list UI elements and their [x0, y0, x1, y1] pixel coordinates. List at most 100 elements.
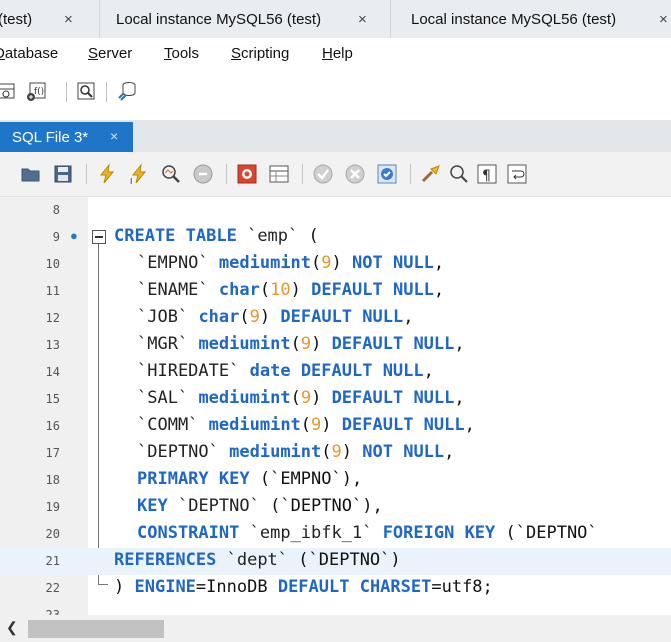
code-line-20: 20 CONSTRAINT `emp_ibfk_1` FOREIGN KEY (… [0, 521, 671, 548]
search-table-icon[interactable] [76, 80, 98, 102]
toolbar-separator [86, 164, 87, 184]
code-text: PRIMARY KEY (`EMPNO`), [137, 469, 362, 489]
data-type: char [218, 280, 260, 300]
sql-keyword: ENGINE [134, 577, 196, 597]
menu-server[interactable]: Server [88, 45, 132, 62]
connection-tab-3[interactable]: Local instance MySQL56 (test) × [390, 0, 671, 38]
sql-keyword: DEFAULT NULL [280, 307, 404, 327]
line-number: 23 [45, 608, 60, 615]
data-type: mediumint [198, 334, 291, 354]
menu-scripting[interactable]: Scripting [231, 45, 289, 62]
code-text: `COMM` mediumint(9) DEFAULT NULL, [137, 415, 475, 435]
fold-guide-end [98, 584, 108, 585]
line-number: 11 [45, 284, 60, 298]
connection-tab-1[interactable]: (test) × [0, 0, 98, 38]
close-icon[interactable]: × [64, 10, 73, 28]
fold-toggle-icon[interactable] [92, 230, 106, 244]
sql-keyword: DEFAULT NULL [331, 388, 455, 408]
menu-tools[interactable]: Tools [164, 45, 199, 62]
tab-label: SQL File 3* [12, 128, 89, 146]
close-icon[interactable]: × [659, 10, 668, 28]
argument: (`DEPTNO` [505, 523, 598, 543]
data-type: mediumint [218, 253, 312, 273]
tab-sql-file-3[interactable]: SQL File 3* × [0, 122, 133, 152]
data-type: mediumint [198, 388, 291, 408]
execute-current-icon[interactable]: I [128, 163, 150, 185]
close-icon[interactable]: × [358, 10, 367, 28]
main-toolbar: f() [0, 70, 671, 120]
connection-tab-label: Local instance MySQL56 (test) [116, 10, 322, 28]
number: 9 [249, 307, 260, 327]
argument: (`DEPTNO`), [270, 496, 383, 516]
code-line-13: 13 `MGR` mediumint(9) DEFAULT NULL, [0, 332, 671, 359]
statement-marker-icon: ● [70, 228, 78, 243]
rollback-icon[interactable] [344, 163, 366, 185]
sql-keyword: CREATE TABLE [114, 226, 237, 246]
sql-keyword: PRIMARY KEY [137, 469, 250, 489]
scrollbar-thumb[interactable] [28, 620, 164, 638]
sql-keyword: NOT NULL [352, 253, 434, 273]
connection-tab-2[interactable]: Local instance MySQL56 (test) × [99, 0, 389, 38]
toolbar-separator [302, 164, 303, 184]
number: 9 [300, 334, 312, 354]
beautify-icon[interactable] [420, 163, 442, 185]
code-line-19: 19 KEY `DEPTNO` (`DEPTNO`), [0, 494, 671, 521]
menu-label: erver [98, 45, 133, 62]
identifier: `DEPTNO` [177, 496, 260, 516]
line-number: 9 [52, 230, 60, 244]
menu-help[interactable]: Help [322, 45, 353, 62]
find-icon[interactable] [448, 163, 470, 185]
sql-editor[interactable]: 8 9 ● CREATE TABLE `emp` ( 10 `EMPNO` me… [0, 197, 671, 615]
svg-text:f(): f() [34, 87, 44, 97]
editor-tab-strip: SQL File 3* × [0, 120, 671, 152]
toolbar-separator [410, 164, 411, 184]
identifier: `dept` [226, 550, 289, 570]
identifier: `DEPTNO` [137, 442, 219, 462]
line-number: 19 [45, 500, 60, 514]
execute-icon[interactable] [96, 163, 118, 185]
argument: (`EMPNO`), [259, 469, 363, 489]
reconnect-icon[interactable] [116, 80, 138, 102]
autocommit-icon[interactable] [376, 163, 398, 185]
horizontal-scrollbar[interactable]: ❮ [0, 615, 671, 642]
code-line-11: 11 `ENAME` char(10) DEFAULT NULL, [0, 278, 671, 305]
code-line-17: 17 `DEPTNO` mediumint(9) NOT NULL, [0, 440, 671, 467]
function-add-icon[interactable]: f() [26, 80, 48, 102]
toggle-output-icon[interactable] [268, 163, 290, 185]
line-number: 17 [45, 446, 60, 460]
argument: (`DEPTNO`) [298, 550, 401, 570]
open-folder-icon[interactable] [20, 163, 42, 185]
svg-text:¶: ¶ [482, 168, 491, 184]
close-icon[interactable]: × [110, 128, 119, 144]
commit-icon[interactable] [312, 163, 334, 185]
table-inspect-icon[interactable] [0, 80, 18, 102]
explain-icon[interactable] [160, 163, 182, 185]
save-icon[interactable] [52, 163, 74, 185]
code-text: CONSTRAINT `emp_ibfk_1` FOREIGN KEY (`DE… [137, 523, 598, 543]
code-line-15: 15 `SAL` mediumint(9) DEFAULT NULL, [0, 386, 671, 413]
menu-label: atabase [4, 45, 59, 62]
line-number: 13 [45, 338, 60, 352]
stop-on-error-icon[interactable] [236, 163, 258, 185]
line-number: 20 [45, 527, 60, 541]
menu-mnemonic: H [322, 45, 333, 62]
menu-label: elp [332, 45, 353, 62]
identifier: `emp` [247, 226, 299, 246]
identifier: `EMPNO` [137, 253, 209, 273]
stop-icon[interactable] [192, 163, 214, 185]
code-text: KEY `DEPTNO` (`DEPTNO`), [137, 496, 383, 516]
sql-keyword: REFERENCES [114, 550, 217, 570]
menu-database[interactable]: Database [0, 45, 58, 62]
invisible-chars-icon[interactable]: ¶ [476, 163, 498, 185]
identifier: `emp_ibfk_1` [249, 523, 373, 543]
menu-label: ools [171, 45, 200, 62]
menu-mnemonic: S [231, 45, 242, 62]
line-number: 15 [45, 392, 60, 406]
word-wrap-icon[interactable] [506, 163, 528, 185]
identifier: `JOB` [137, 307, 189, 327]
scroll-left-icon[interactable]: ❮ [6, 619, 18, 635]
line-number: 18 [45, 473, 60, 487]
value: =InnoDB [195, 577, 268, 597]
sql-keyword: NOT NULL [362, 442, 445, 462]
line-number: 10 [45, 257, 60, 271]
